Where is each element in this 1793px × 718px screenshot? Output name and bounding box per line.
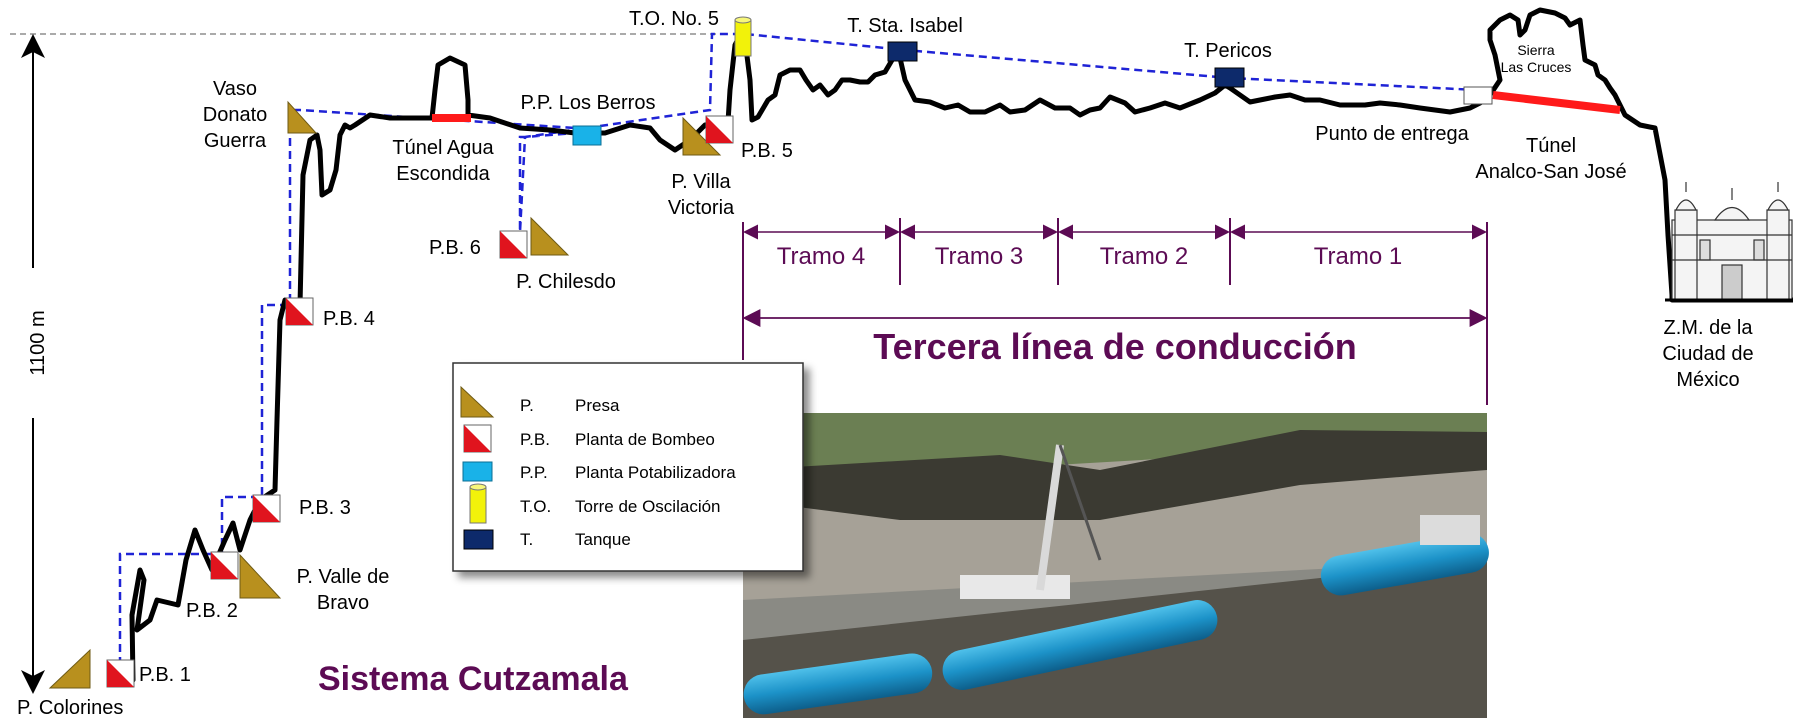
cathedral-icon	[1671, 182, 1793, 301]
label-pb3: P.B. 3	[299, 497, 351, 519]
label-pb5: P.B. 5	[741, 140, 793, 162]
pump-station-icon	[499, 230, 528, 259]
label-valle-bravo-2: Bravo	[317, 592, 369, 614]
label-pb1: P.B. 1	[139, 664, 191, 686]
label-tunel-analco-1: Túnel	[1526, 135, 1576, 157]
legend: P. Presa P.B. Planta de Bombeo P.P. Plan…	[452, 362, 804, 572]
label-vaso-3: Guerra	[204, 130, 267, 152]
label-punto-entrega: Punto de entrega	[1315, 123, 1469, 145]
tramo-4-label: Tramo 4	[777, 243, 865, 270]
label-vaso-2: Donato	[203, 104, 268, 126]
pump-station-icon	[705, 115, 734, 144]
label-tunel-analco-2: Analco-San José	[1475, 161, 1626, 183]
tank-icon	[1214, 67, 1245, 88]
pump-station-icon	[252, 494, 281, 523]
pump-station-icon	[285, 297, 314, 326]
surge-tower-icon	[469, 483, 487, 524]
tramo-2-label: Tramo 2	[1100, 243, 1188, 270]
label-sierra-2: Las Cruces	[1501, 59, 1572, 75]
height-indicator: 1100 m	[21, 34, 49, 694]
label-pb2: P.B. 2	[186, 600, 238, 622]
dam-icon	[239, 553, 282, 599]
tramo-1-label: Tramo 1	[1314, 243, 1402, 270]
pump-station-icon	[106, 659, 135, 688]
label-p-chilesdo: P. Chilesdo	[516, 271, 616, 293]
label-tunel-agua-2: Escondida	[396, 163, 490, 185]
legend-desc: Planta Potabilizadora	[575, 463, 736, 482]
pump-station-icon	[463, 424, 492, 453]
dam-icon	[530, 216, 570, 256]
legend-abbr: P.	[520, 396, 534, 415]
label-t-pericos: T. Pericos	[1184, 40, 1272, 62]
tank-icon	[463, 529, 494, 550]
label-sierra-1: Sierra	[1517, 42, 1555, 58]
dam-icon	[287, 100, 318, 134]
tramos-dimensions	[742, 218, 1488, 405]
legend-desc: Torre de Oscilación	[575, 497, 721, 516]
label-zm-1: Z.M. de la	[1664, 317, 1754, 339]
delivery-point-icon	[1463, 86, 1493, 105]
label-villa-2: Victoria	[668, 197, 735, 219]
tercera-linea-title: Tercera línea de conducción	[873, 326, 1357, 367]
terrain-profile	[119, 7, 1793, 683]
label-pp-berros: P.P. Los Berros	[521, 92, 656, 114]
tank-icon	[887, 41, 918, 62]
label-pb6: P.B. 6	[429, 237, 481, 259]
treatment-plant-icon	[462, 461, 493, 482]
surge-tower-icon	[734, 16, 752, 57]
legend-abbr: P.B.	[520, 430, 550, 449]
pump-station-icon	[210, 551, 239, 580]
height-label: 1100 m	[27, 310, 49, 375]
legend-abbr: T.	[520, 530, 533, 549]
legend-abbr: P.P.	[520, 463, 548, 482]
treatment-plant-icon	[572, 125, 602, 146]
label-vaso-1: Vaso	[213, 78, 257, 100]
label-zm-3: México	[1676, 369, 1739, 391]
label-p-colorines: P. Colorines	[17, 697, 123, 718]
legend-desc: Planta de Bombeo	[575, 430, 715, 449]
dam-icon	[682, 116, 722, 156]
legend-desc: Tanque	[575, 530, 631, 549]
label-valle-bravo-1: P. Valle de	[297, 566, 390, 588]
label-zm-2: Ciudad de	[1662, 343, 1753, 365]
tunel-analco-san-jose	[1492, 91, 1621, 114]
label-t-sta-isabel: T. Sta. Isabel	[847, 15, 963, 37]
construction-photo	[743, 413, 1489, 718]
label-pb4: P.B. 4	[323, 308, 375, 330]
label-to5: T.O. No. 5	[629, 8, 719, 30]
legend-abbr: T.O.	[520, 497, 551, 516]
label-tunel-agua-1: Túnel Agua	[392, 137, 494, 159]
dam-icon	[48, 648, 91, 689]
dam-icon	[460, 385, 495, 418]
legend-desc: Presa	[575, 396, 620, 415]
label-villa-1: P. Villa	[671, 171, 731, 193]
tramo-3-label: Tramo 3	[935, 243, 1023, 270]
system-title: Sistema Cutzamala	[318, 660, 629, 698]
